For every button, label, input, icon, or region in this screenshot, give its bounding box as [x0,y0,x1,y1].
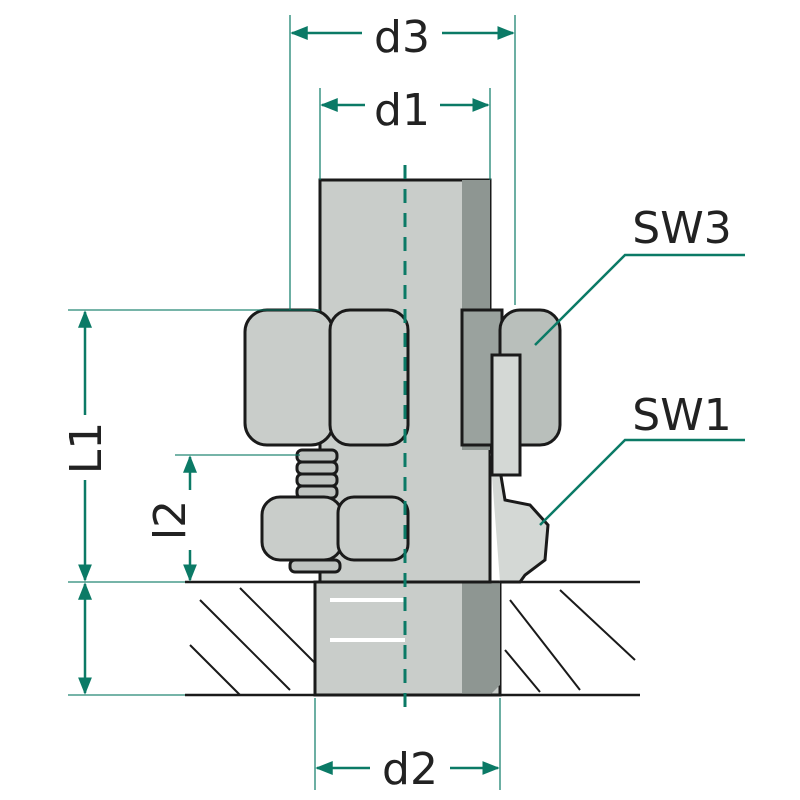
label-l2: l2 [145,500,196,540]
label-d3: d3 [374,12,430,63]
nut-sw3 [243,308,562,477]
dimension-l2 [175,454,300,582]
dimension-d2 [314,698,501,790]
ground-hatching [189,587,636,696]
nut-sw1 [260,495,410,562]
label-sw3: SW3 [632,203,731,254]
leader-sw1 [539,438,745,526]
leader-sw3 [534,253,745,346]
label-sw1: SW1 [632,390,731,441]
label-d2: d2 [382,744,438,795]
label-l1: L1 [61,422,112,475]
dimension-d3 [289,15,516,310]
dimension-l1 [68,309,320,696]
dimension-d1 [319,88,491,180]
label-d1: d1 [374,85,430,136]
fitting-stud [313,580,502,697]
